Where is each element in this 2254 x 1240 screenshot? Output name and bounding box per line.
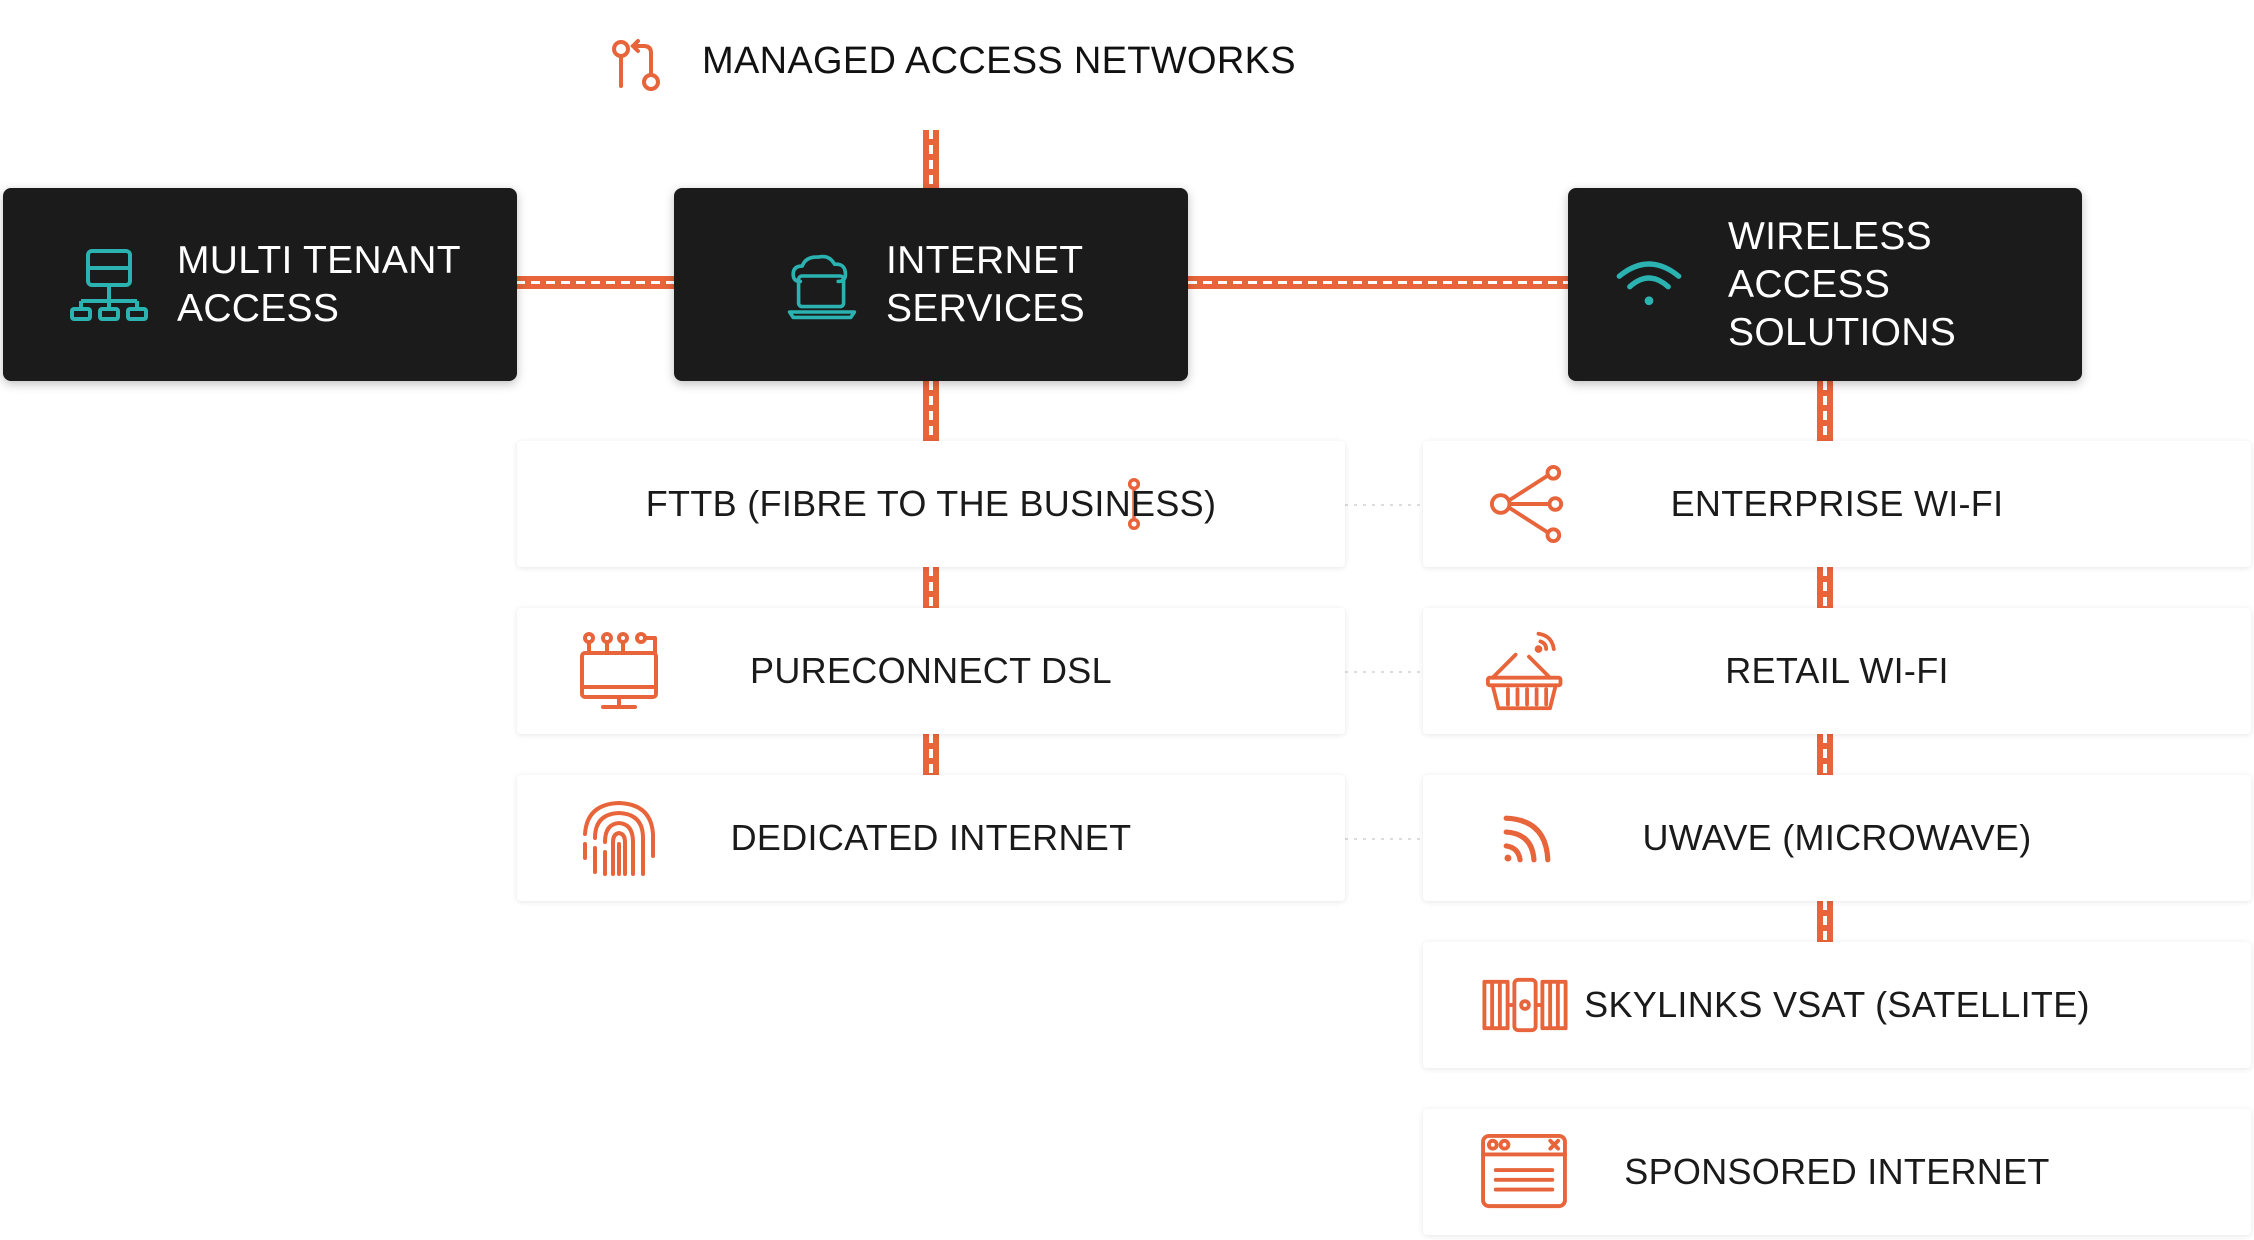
share-nodes-icon <box>1489 465 1564 543</box>
service-label: SPONSORED INTERNET <box>1624 1151 2050 1192</box>
git-branch-icon <box>612 39 660 91</box>
service-label: PURECONNECT DSL <box>750 650 1112 691</box>
connector-enterprise-to-retail <box>1817 567 1833 608</box>
dotted-link-dedicated-uwave <box>1345 838 1423 840</box>
fingerprint-icon <box>583 800 655 876</box>
shopping-basket-icon <box>1485 631 1563 711</box>
service-label: RETAIL WI-FI <box>1725 650 1949 691</box>
service-card-fttb[interactable]: FTTB (FIBRE TO THE BUSINESS) <box>517 441 1345 567</box>
main-box-multi-tenant-access[interactable]: MULTI TENANT ACCESS <box>3 188 517 381</box>
main-box-wireless-access-solutions[interactable]: WIRELESS ACCESS SOLUTIONS <box>1568 188 2082 381</box>
service-card-skylinks-vsat[interactable]: SKYLINKS VSAT (SATELLITE) <box>1423 942 2251 1068</box>
connector-dsl-to-dedicated <box>923 734 939 775</box>
connector-retail-to-uwave <box>1817 734 1833 775</box>
cloud-laptop-icon <box>787 254 857 319</box>
fibre-link-icon <box>1127 478 1141 531</box>
satellite-icon <box>1482 977 1568 1033</box>
connector-title-to-internet <box>923 130 939 188</box>
connector-internet-to-wireless <box>1188 276 1568 289</box>
main-box-label: INTERNET SERVICES <box>886 238 1085 330</box>
wifi-icon <box>1616 261 1682 305</box>
main-box-label: MULTI TENANT ACCESS <box>177 238 461 330</box>
service-label: DEDICATED INTERNET <box>730 817 1132 858</box>
dotted-link-fttb-enterprise <box>1345 504 1423 506</box>
service-card-retail-wifi[interactable]: RETAIL WI-FI <box>1423 608 2251 734</box>
main-box-internet-services[interactable]: INTERNET SERVICES <box>674 188 1188 381</box>
connector-multi-to-internet <box>516 276 674 289</box>
rss-icon <box>1503 815 1551 863</box>
dotted-link-dsl-retail <box>1345 671 1423 673</box>
browser-window-icon <box>1481 1133 1567 1209</box>
connector-internet-to-fttb <box>923 381 939 441</box>
connector-fttb-to-dsl <box>923 567 939 608</box>
service-card-pureconnect-dsl[interactable]: PURECONNECT DSL <box>517 608 1345 734</box>
service-label: SKYLINKS VSAT (SATELLITE) <box>1584 984 2090 1025</box>
connector-uwave-to-skylinks <box>1817 901 1833 942</box>
main-box-label: WIRELESS ACCESS SOLUTIONS <box>1728 214 1957 354</box>
page-title: MANAGED ACCESS NETWORKS <box>702 40 1296 82</box>
service-label: ENTERPRISE WI-FI <box>1670 483 2004 524</box>
service-card-uwave[interactable]: UWAVE (MICROWAVE) <box>1423 775 2251 901</box>
service-card-sponsored-internet[interactable]: SPONSORED INTERNET <box>1423 1109 2251 1235</box>
service-card-dedicated-internet[interactable]: DEDICATED INTERNET <box>517 775 1345 901</box>
service-label: UWAVE (MICROWAVE) <box>1642 817 2032 858</box>
monitor-network-icon <box>580 632 658 709</box>
service-card-enterprise-wifi[interactable]: ENTERPRISE WI-FI <box>1423 441 2251 567</box>
header-icon <box>608 38 664 94</box>
sitemap-icon <box>70 248 148 321</box>
service-label: FTTB (FIBRE TO THE BUSINESS) <box>645 483 1217 524</box>
connector-wireless-to-enterprise <box>1817 381 1833 441</box>
